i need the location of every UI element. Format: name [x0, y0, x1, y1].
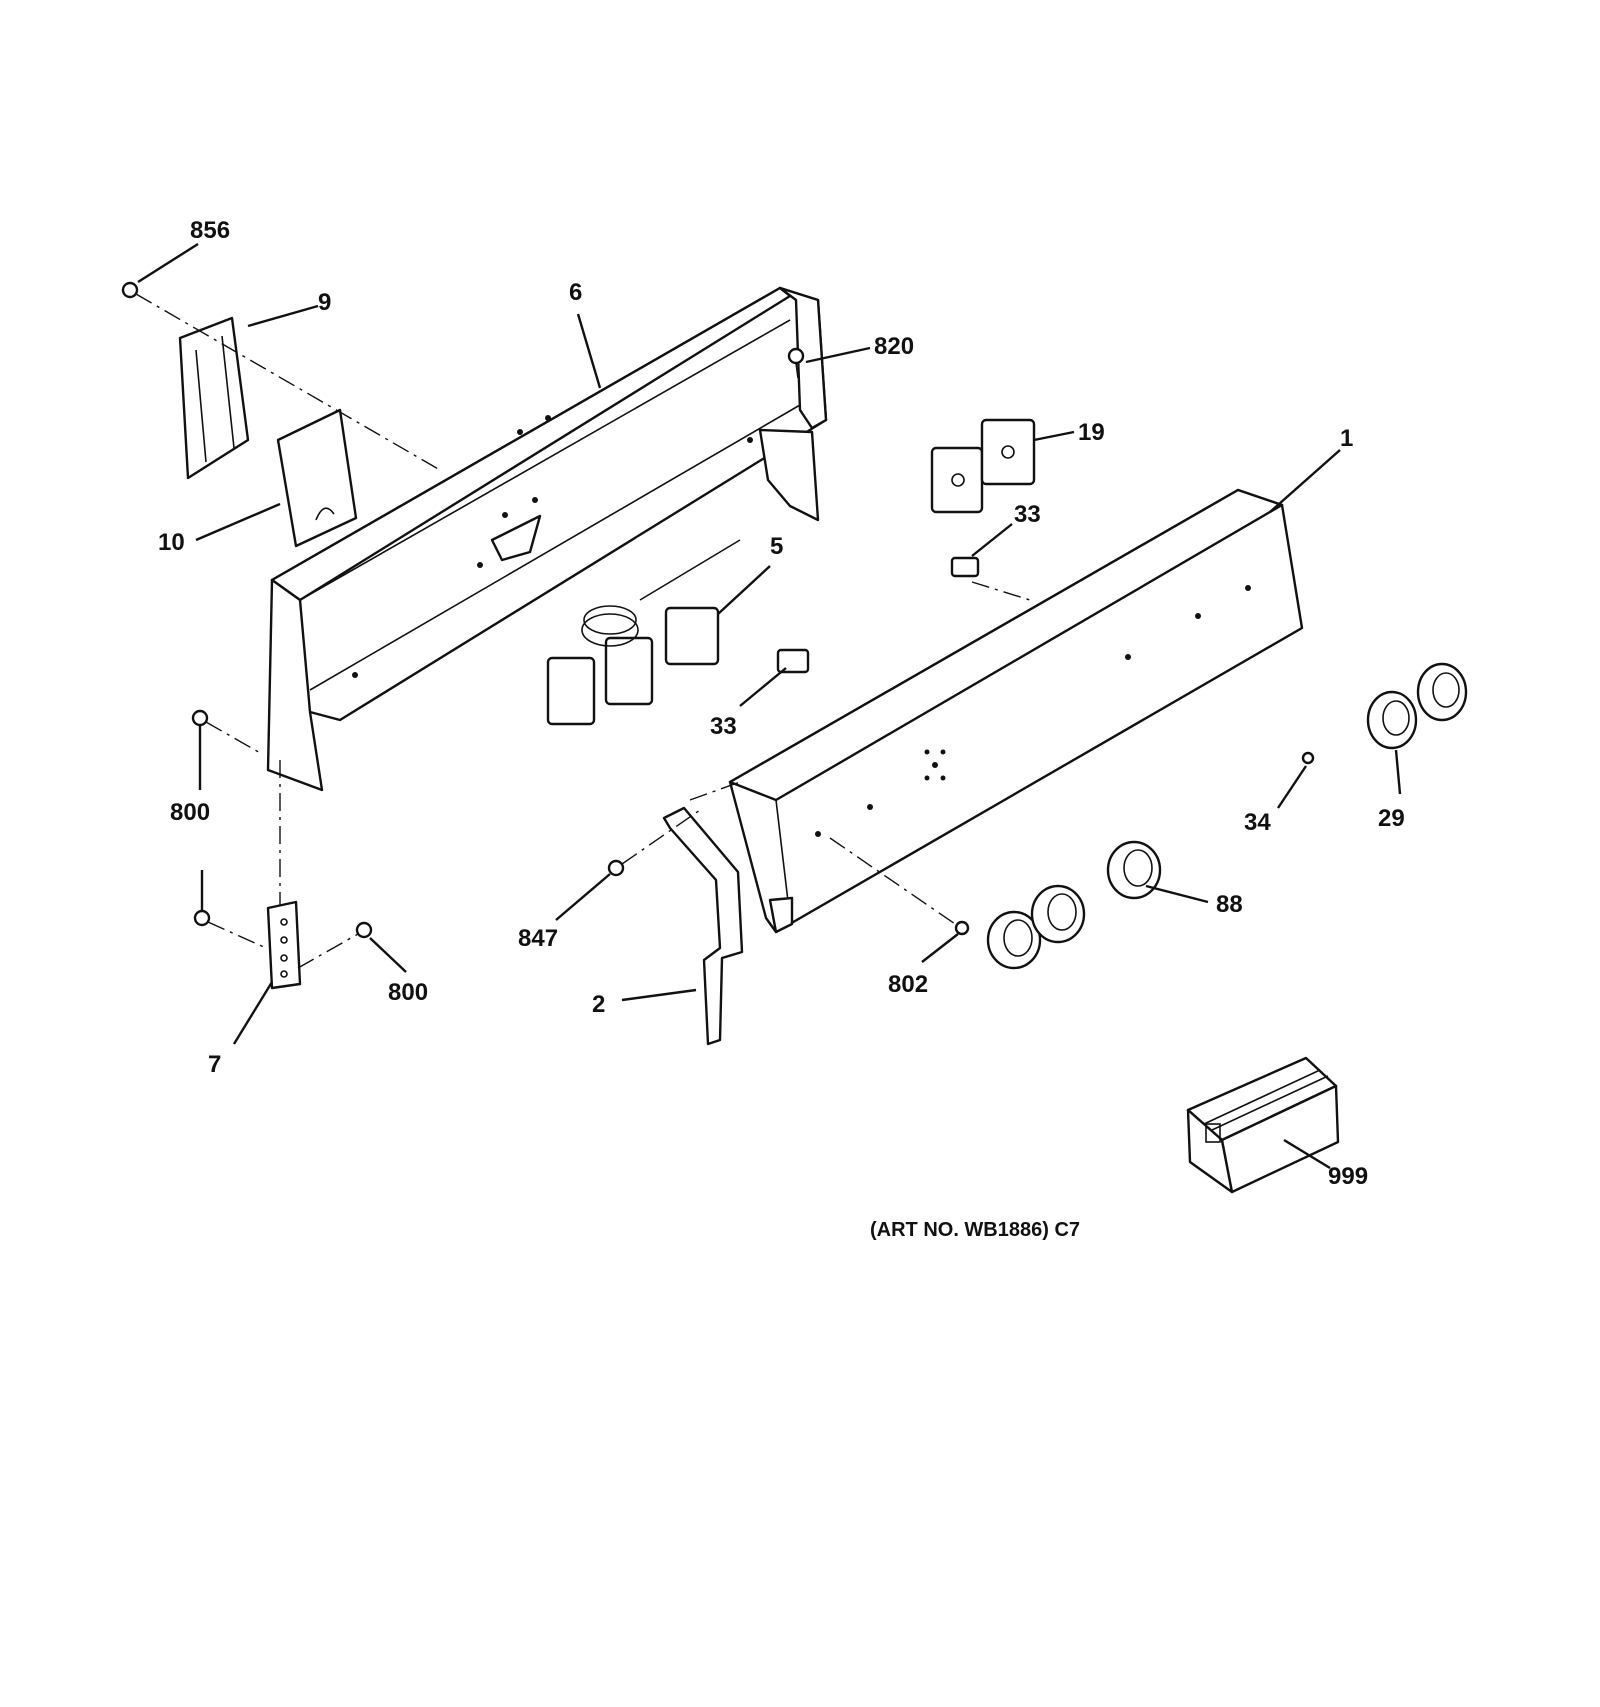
part-6-backsplash-frame [266, 286, 828, 792]
part-5-thermostat-assembly [546, 539, 741, 726]
callout-802: 802 [888, 971, 928, 998]
part-10-bracket [276, 408, 358, 548]
knob-88-3 [1106, 840, 1162, 900]
callout-29: 29 [1378, 805, 1405, 832]
callout-10: 10 [158, 529, 185, 556]
callout-19: 19 [1078, 419, 1105, 446]
callout-847: 847 [518, 925, 558, 952]
leader-lines [137, 242, 1402, 1170]
callout-2: 2 [592, 991, 605, 1018]
screw-800-upper [191, 709, 209, 727]
callout-1: 1 [1340, 425, 1353, 452]
knob-29-2 [1416, 662, 1468, 722]
callout-999: 999 [1328, 1163, 1368, 1190]
callout-856: 856 [190, 217, 230, 244]
callout-800-right: 800 [388, 979, 428, 1006]
callout-6: 6 [569, 279, 582, 306]
part-2-trim [662, 806, 744, 1046]
screw-856 [121, 281, 139, 299]
art-number: (ART NO. WB1886) C7 [870, 1219, 1080, 1241]
screw-800-lower [193, 909, 211, 927]
callout-33-upper: 33 [1014, 501, 1041, 528]
callout-labels: 856 9 6 820 19 1 10 5 33 33 800 800 847 … [158, 217, 1405, 1190]
part-1-control-panel [728, 488, 1304, 934]
knob-88-1 [986, 910, 1042, 970]
callout-9: 9 [318, 289, 331, 316]
callout-34: 34 [1244, 809, 1271, 836]
part-7-bracket [266, 900, 302, 990]
callout-7: 7 [208, 1051, 221, 1078]
part-34 [1301, 751, 1315, 765]
callout-33-lower: 33 [710, 713, 737, 740]
assembly-lines [135, 293, 1031, 969]
screw-800-right [355, 921, 373, 939]
screw-820 [787, 347, 805, 379]
screw-847 [607, 859, 625, 877]
knob-29-1 [1366, 690, 1418, 750]
part-33-switch-lower [776, 648, 810, 674]
callout-88: 88 [1216, 891, 1243, 918]
callout-5: 5 [770, 533, 783, 560]
part-33-switch-upper [950, 556, 980, 578]
screw-802 [954, 920, 970, 936]
part-9-bracket [178, 316, 250, 480]
callout-820: 820 [874, 333, 914, 360]
callout-800-upper: 800 [170, 799, 210, 826]
part-999-box [1186, 1056, 1340, 1194]
knob-88-2 [1030, 884, 1086, 944]
part-19-switches [930, 418, 1036, 514]
